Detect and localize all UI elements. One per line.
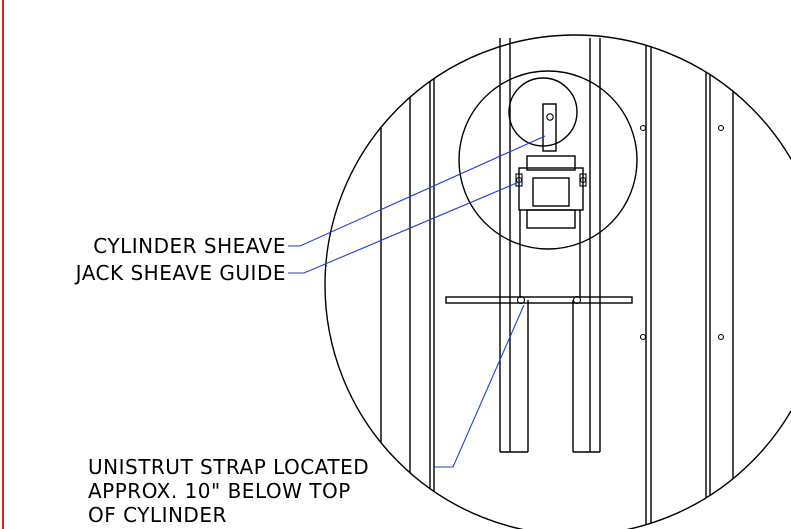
vertical-rails <box>380 35 734 529</box>
bolt-holes <box>639 124 725 341</box>
leader-lines <box>288 135 546 468</box>
center-channel <box>499 38 601 453</box>
label-unistrut-line3: OF CYLINDER <box>88 503 227 527</box>
label-unistrut-line2: APPROX. 10" BELOW TOP <box>88 479 351 503</box>
cylinder-circle <box>458 70 638 250</box>
unistrut-strap <box>445 295 633 305</box>
label-jack-sheave-guide: JACK SHEAVE GUIDE <box>74 261 286 285</box>
label-unistrut-line1: UNISTRUT STRAP LOCATED <box>88 455 369 479</box>
label-cylinder-sheave: CYLINDER SHEAVE <box>93 234 286 258</box>
sheave-guide-assembly <box>515 103 587 229</box>
pit-outline-circle <box>324 34 791 529</box>
